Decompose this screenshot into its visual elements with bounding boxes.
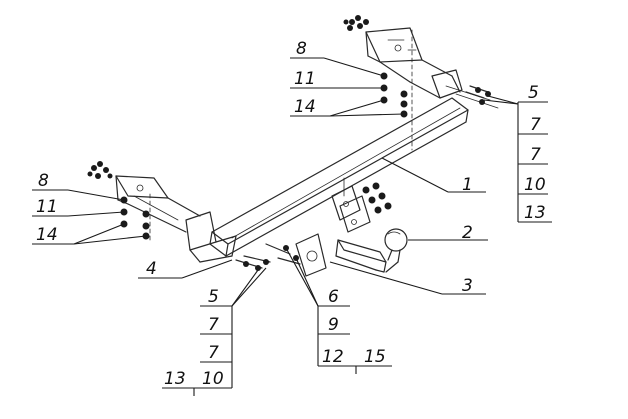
- right-top-bolts: [343, 15, 369, 31]
- callout-1: 1: [462, 175, 473, 195]
- mount-nuts: [362, 182, 392, 214]
- callout-left-14: 14: [36, 225, 58, 245]
- callout-bl-5: 5: [208, 287, 219, 307]
- callout-bl-7b: 7: [208, 343, 219, 363]
- left-top-bolts: [87, 161, 113, 179]
- callout-bm-15: 15: [364, 347, 386, 367]
- left-side-bracket: [115, 175, 237, 263]
- callout-2: 2: [462, 223, 473, 243]
- callout-bl-7a: 7: [208, 315, 219, 335]
- callout-right-5: 5: [528, 83, 539, 103]
- callout-bm-9: 9: [328, 315, 339, 335]
- left-bracket-nuts: [120, 196, 150, 240]
- callout-right-7b: 7: [530, 145, 541, 165]
- callout-top-14: 14: [294, 97, 316, 117]
- mount-plates: [331, 177, 371, 233]
- callout-4: 4: [146, 259, 157, 279]
- bottom-mid-bolts: [265, 243, 301, 265]
- callout-3: 3: [462, 276, 473, 296]
- callout-right-7a: 7: [530, 115, 541, 135]
- right-bracket-nuts: [380, 72, 408, 118]
- callout-bl-10: 10: [202, 369, 224, 389]
- leader-lines: [32, 57, 552, 396]
- callout-bm-6: 6: [328, 287, 339, 307]
- bottom-left-bolts: [235, 255, 271, 271]
- callout-right-10: 10: [524, 175, 546, 195]
- callout-top-8: 8: [296, 39, 307, 59]
- right-side-bolts: [465, 85, 491, 105]
- callout-bm-12: 12: [322, 347, 344, 367]
- crossbeam: [209, 97, 469, 257]
- callout-top-11: 11: [294, 69, 316, 89]
- callout-left-8: 8: [38, 171, 49, 191]
- ball-mount: [335, 239, 399, 273]
- callout-right-13: 13: [524, 203, 546, 223]
- callout-labels: 1 2 3 4 5 7 7 10 13 8 11 14 8 11 14 5 7 …: [36, 39, 546, 389]
- tow-ball-icon: [384, 228, 408, 263]
- socket-plate: [295, 233, 327, 277]
- callout-left-11: 11: [36, 197, 58, 217]
- callout-bl-13: 13: [164, 369, 186, 389]
